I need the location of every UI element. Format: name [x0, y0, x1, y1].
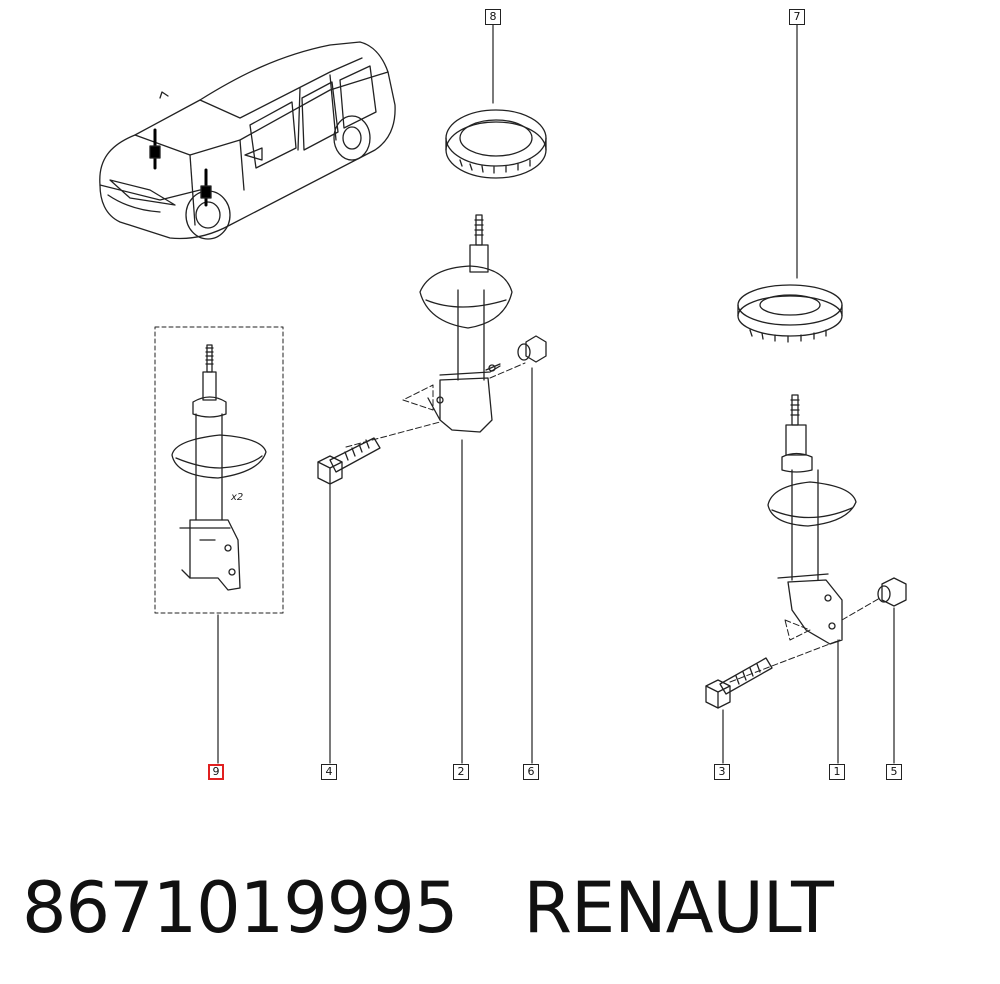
callout-7: 7	[789, 9, 805, 25]
callout-4: 4	[321, 764, 337, 780]
spring-seat-upper-front	[445, 109, 547, 179]
callout-5: 5	[886, 764, 902, 780]
callout-9: 9	[208, 764, 224, 780]
kit-dashed-frame	[154, 326, 284, 614]
callout-6: 6	[523, 764, 539, 780]
callout-2: 2	[453, 764, 469, 780]
spring-seat-upper-right	[737, 284, 843, 343]
nut-front-right	[877, 577, 907, 607]
callout-3: 3	[714, 764, 730, 780]
bolt-front-right	[705, 657, 773, 709]
car-location-illustration	[99, 41, 396, 240]
brand-name: RENAULT	[523, 867, 833, 949]
nut-front-left	[517, 335, 547, 363]
callout-8: 8	[485, 9, 501, 25]
quantity-note: x2	[230, 492, 243, 503]
callout-1: 1	[829, 764, 845, 780]
part-caption: 8671019995 RENAULT	[22, 858, 834, 958]
shock-absorber-front-center	[419, 214, 513, 433]
shock-absorber-front-right	[767, 394, 857, 645]
exploded-parts-diagram: x2	[99, 24, 907, 764]
strut-assembly-kit	[171, 344, 267, 591]
part-number: 8671019995	[22, 867, 458, 949]
bolt-front-left	[317, 437, 381, 485]
